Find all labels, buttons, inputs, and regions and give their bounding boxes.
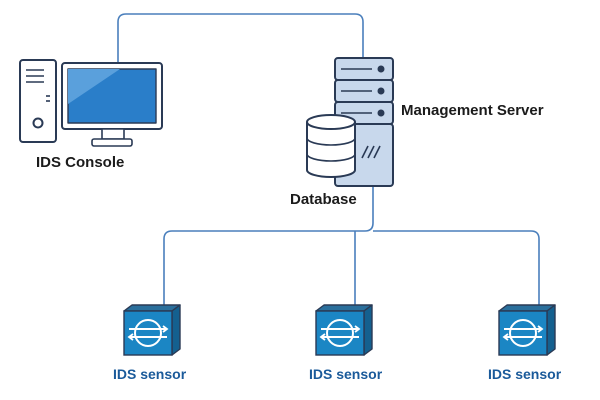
desktop-computer-icon (19, 59, 163, 147)
sensor-front-face (498, 310, 548, 356)
ids-console-label: IDS Console (36, 154, 125, 171)
sensor-side-face (171, 304, 181, 356)
database-cylinder-icon (306, 114, 356, 178)
sensor-front-face (315, 310, 365, 356)
console-to-server-connector (117, 13, 364, 68)
sensor-label-2: IDS sensor (309, 366, 383, 382)
sensor-emblem-circle (509, 319, 537, 347)
sensor-side-face (363, 304, 373, 356)
sensor-arrow-head (319, 333, 326, 341)
pc-tower (19, 59, 57, 143)
ids-sensor-icon (123, 304, 181, 356)
sensor-label-1: IDS sensor (113, 366, 187, 382)
sensor-top-face (498, 304, 556, 312)
sensor-top-face (315, 304, 373, 312)
server-to-bus-connector (163, 185, 374, 305)
bus-to-sensor-3-connector (373, 230, 540, 305)
sensor-side-face (546, 304, 556, 356)
sensor-front-face (123, 310, 173, 356)
sensor-label-3: IDS sensor (488, 366, 562, 382)
database-label: Database (290, 191, 357, 208)
sensor-arrow-head (502, 333, 509, 341)
management-server-label: Management Server (401, 102, 544, 119)
sensor-arrow-head (162, 325, 169, 333)
ids-sensor-icon (315, 304, 373, 356)
connectors (117, 13, 540, 305)
sensor-emblem-circle (326, 319, 354, 347)
ids-sensor-icon (498, 304, 556, 356)
sensor-arrow-head (354, 325, 361, 333)
sensor-emblem-circle (134, 319, 162, 347)
sensor-arrow-head (127, 333, 134, 341)
monitor (61, 62, 163, 147)
sensor-arrow-head (537, 325, 544, 333)
sensor-top-face (123, 304, 181, 312)
